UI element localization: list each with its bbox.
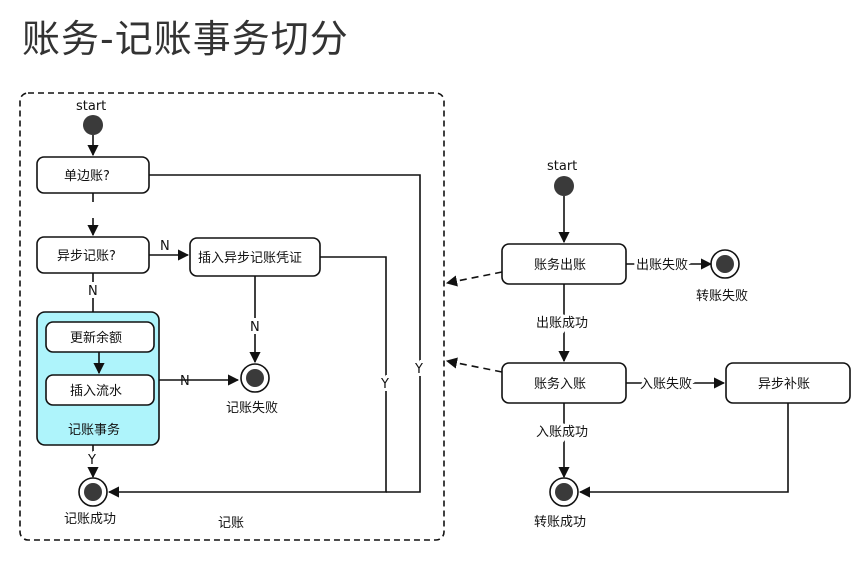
edge-n-voucher: N: [250, 320, 260, 335]
credit-fail-label: 入账失败: [640, 377, 692, 392]
edge-y-voucher: Y: [380, 377, 389, 392]
edge-y-single: Y: [414, 362, 423, 377]
end-success-inner: [84, 483, 102, 501]
debit-success-label: 出账成功: [536, 316, 588, 331]
frame-label: 记账: [218, 516, 244, 531]
node-insert-flow-label: 插入流水: [70, 384, 122, 399]
edge-debit-frame: [445, 271, 503, 287]
left-start-label: start: [76, 99, 106, 114]
node-insert-voucher-label: 插入异步记账凭证: [198, 251, 302, 266]
transfer-success-inner: [555, 483, 573, 501]
node-debit-label: 账务出账: [534, 257, 586, 273]
edge-n-2: N: [160, 239, 170, 254]
node-async-label: 异步记账?: [57, 249, 116, 264]
edge-voucher-success: [107, 256, 387, 498]
transfer-success-label: 转账成功: [534, 515, 586, 530]
node-async-compensation-label: 异步补账: [758, 377, 810, 392]
node-update-balance[interactable]: [45, 321, 155, 353]
bookkeeping-frame: [19, 92, 445, 541]
node-update-balance-label: 更新余额: [70, 330, 122, 346]
page-title: 账务-记账事务切分: [22, 17, 349, 61]
edge-n-3: N: [88, 284, 98, 299]
group-label: 记账事务: [68, 422, 120, 438]
credit-success-label: 入账成功: [536, 425, 588, 440]
edge-y-group: Y: [87, 453, 96, 468]
end-fail-inner: [246, 369, 264, 387]
debit-fail-label: 出账失败: [636, 258, 688, 273]
edge-async-comp-success: [578, 403, 789, 498]
node-credit-label: 账务入账: [534, 376, 586, 392]
end-success-label: 记账成功: [64, 512, 116, 527]
node-insert-flow[interactable]: [45, 374, 155, 406]
node-single-sided-label: 单边账?: [64, 169, 110, 184]
end-fail-label: 记账失败: [226, 401, 278, 416]
edge-single-success: [149, 174, 421, 493]
edge-credit-frame: [445, 357, 503, 373]
transfer-fail-inner: [716, 255, 734, 273]
edge-n-1: N: [88, 204, 98, 219]
left-start-dot: [83, 115, 103, 135]
transfer-fail-label: 转账失败: [696, 289, 748, 304]
right-start-dot: [554, 176, 574, 196]
right-start-label: start: [547, 159, 577, 174]
edge-n-4: N: [180, 374, 190, 389]
